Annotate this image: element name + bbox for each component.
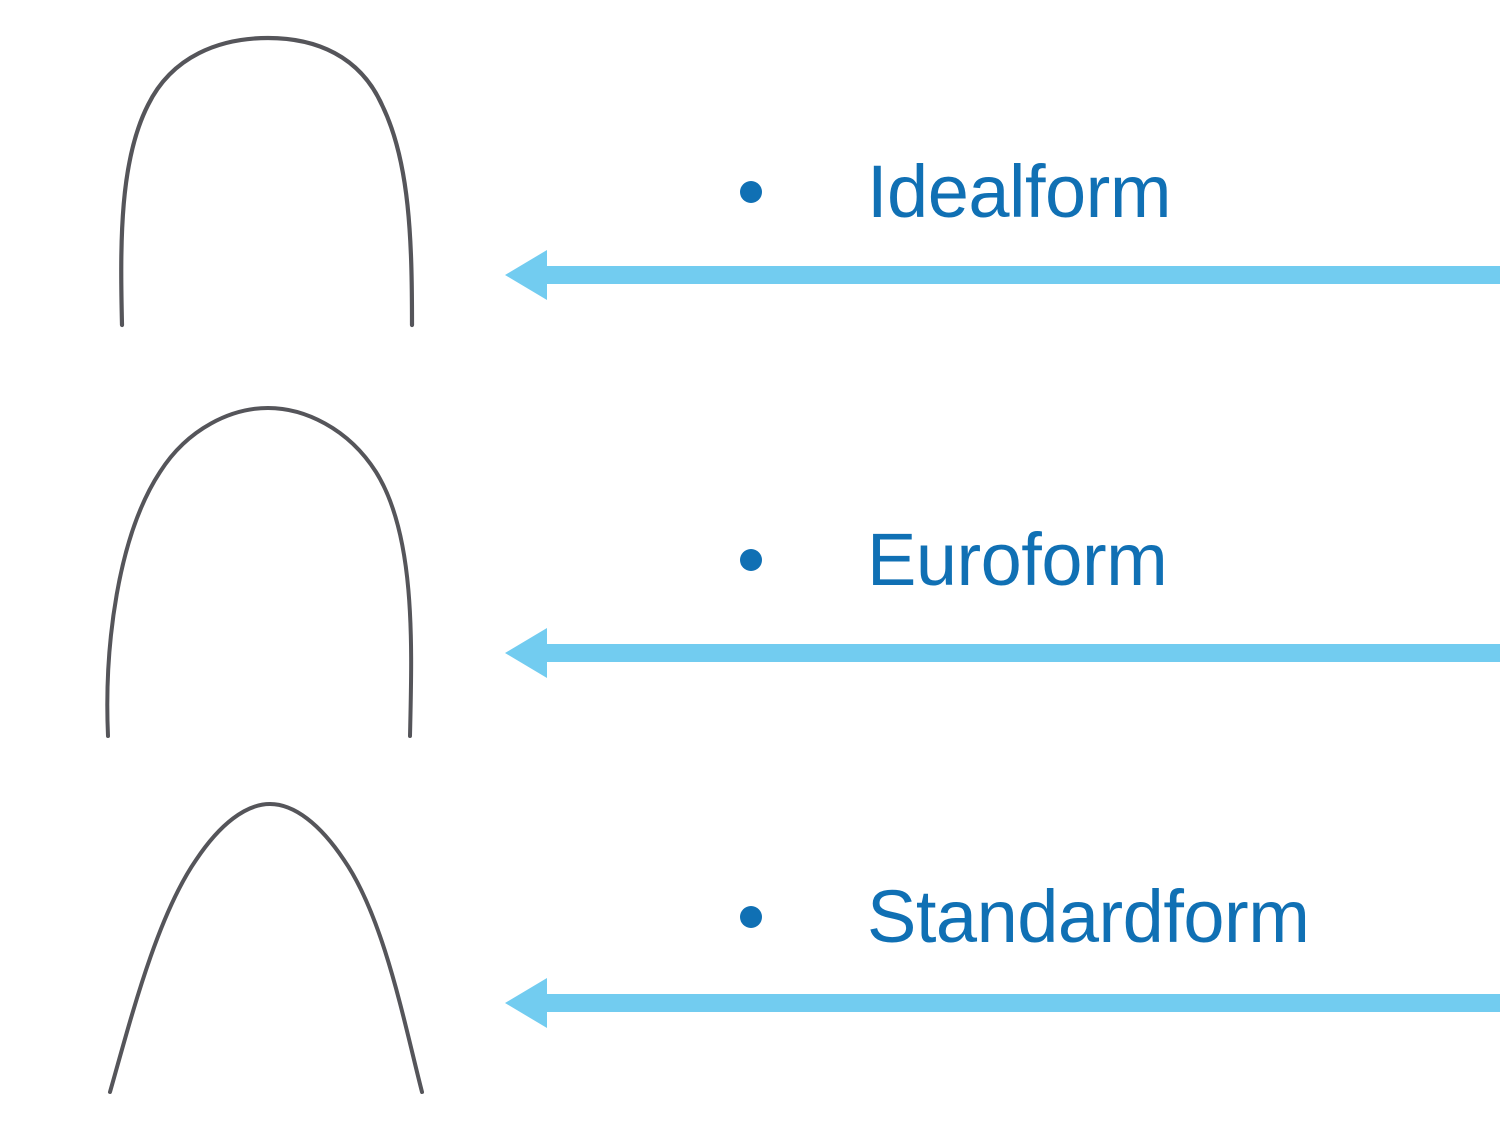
arrow-standardform [505, 975, 1500, 1031]
archwire-euroform [60, 396, 480, 746]
archwire-idealform-drawing [119, 35, 415, 328]
label-idealform: Idealform [867, 150, 1171, 233]
list-item-euroform: Euroform [740, 518, 1168, 601]
label-euroform: Euroform [867, 518, 1168, 601]
arrow-idealform [505, 247, 1500, 303]
left-arrow-icon [505, 978, 1500, 1028]
label-standardform: Standardform [867, 875, 1310, 958]
archwire-standardform-drawing [108, 801, 424, 1094]
bullet-dot-icon [740, 906, 762, 928]
arrow-euroform [505, 625, 1500, 681]
left-arrow-icon [505, 250, 1500, 300]
bullet-dot-icon [740, 549, 762, 571]
bullet-dot-icon [740, 181, 762, 203]
left-arrow-icon [505, 628, 1500, 678]
list-item-idealform: Idealform [740, 155, 1171, 229]
archwire-euroform-drawing [105, 405, 414, 738]
list-item-standardform: Standardform [740, 875, 1310, 958]
archwire-idealform [60, 10, 480, 350]
archwire-standardform [60, 790, 480, 1102]
